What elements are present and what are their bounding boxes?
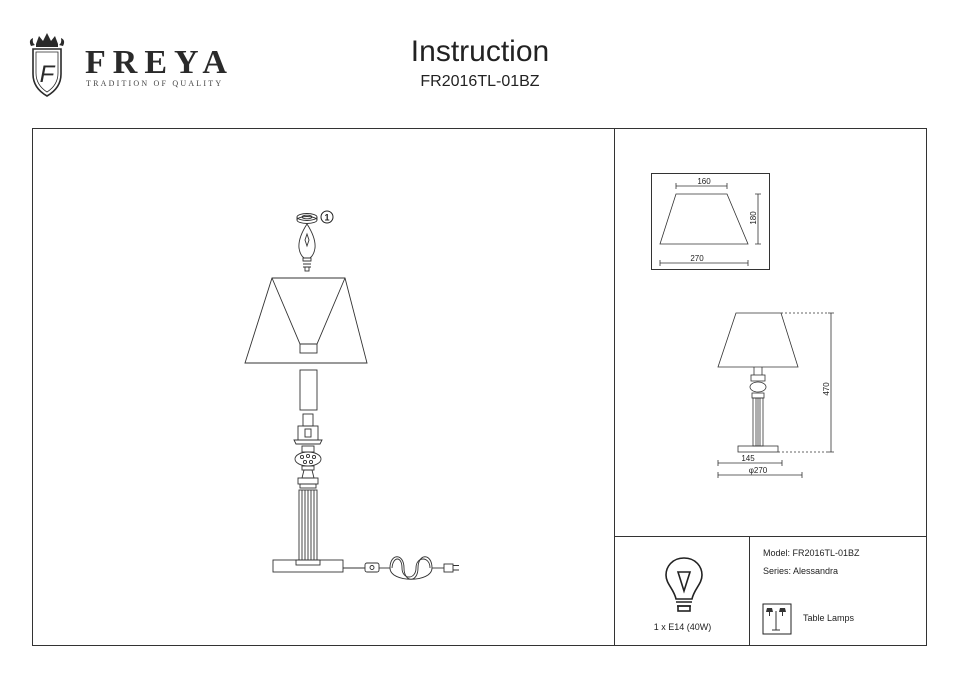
fluted-column (295, 489, 321, 566)
info-divider (749, 536, 750, 646)
lamp-shade (244, 277, 368, 364)
ring-icon (296, 213, 318, 224)
light-bulb-icon (665, 557, 703, 612)
dimension-line-base (717, 460, 783, 466)
base-inner-dimension: 145 (741, 454, 755, 463)
power-cable (343, 556, 459, 580)
candle-bulb-icon (298, 223, 316, 272)
shade-bottom-dimension: 270 (690, 254, 704, 263)
sleeve-tube (299, 369, 318, 411)
series-label: Series: Alessandra (763, 566, 839, 576)
lamp-base (272, 559, 344, 573)
shade-top-dimension: 160 (697, 177, 711, 186)
shade-outline (717, 312, 799, 368)
lamp-dimensions-diagram: 470 145 φ270 (717, 312, 834, 478)
logo-letter: F (40, 61, 56, 88)
assembly-diagram: 1 (244, 210, 459, 580)
crest-icon (29, 33, 65, 97)
shade-dimensions-diagram: 160 180 270 (651, 173, 770, 270)
model-code: FR2016TL-01BZ (420, 73, 540, 90)
row-divider (614, 536, 927, 537)
brand-tagline: TRADITION OF QUALITY (86, 79, 224, 88)
dimension-line-height (828, 312, 834, 453)
lamp-holder (293, 413, 323, 445)
column-divider (614, 129, 615, 646)
ornate-knob (294, 445, 322, 489)
base-outline (737, 445, 779, 453)
category-label: Table Lamps (803, 613, 855, 623)
dimension-line-top (675, 183, 728, 189)
page-title: Instruction (410, 35, 550, 68)
model-label: Model: FR2016TL-01BZ (763, 548, 860, 558)
shade-height-dimension: 180 (749, 211, 758, 225)
table-lamps-icon (762, 603, 792, 635)
step-number: 1 (324, 213, 329, 223)
instruction-frame (32, 128, 927, 646)
dimension-line-diameter (717, 472, 803, 478)
dimension-line-height (755, 193, 761, 245)
brand-name: FREYA (85, 44, 234, 81)
total-height-dimension: 470 (822, 382, 831, 396)
freya-logo: F (29, 33, 65, 97)
step-marker-icon (320, 210, 334, 224)
base-diameter-dimension: φ270 (749, 466, 768, 475)
dimension-line-bottom (659, 260, 749, 266)
shade-outline (659, 193, 749, 245)
bulb-spec: 1 x E14 (40W) (653, 622, 712, 632)
